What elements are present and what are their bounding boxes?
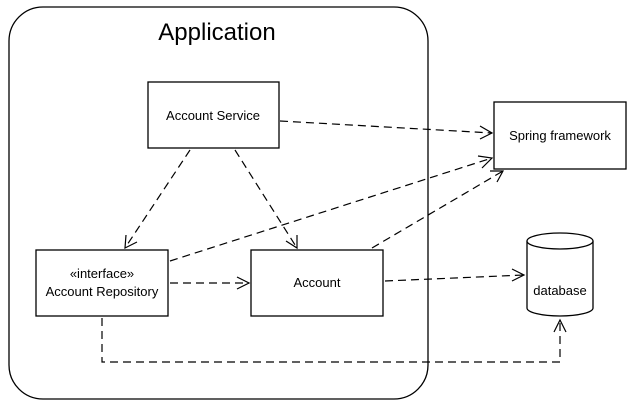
dependency-service-to-spring [279,120,494,140]
account-service-label: Account Service [166,108,260,123]
account-service-box [147,81,280,149]
spring-framework-label: Spring framework [509,128,611,143]
database-label: database [533,283,587,298]
spring-framework-box [493,101,627,170]
dependency-repository-to-spring [169,155,494,262]
account-box [250,249,384,317]
dependency-repository-to-account [170,276,251,290]
account-repository-stereotype: «interface» [70,266,134,281]
account-label: Account [294,275,341,290]
application-boundary [8,6,429,400]
account-repository-box [35,249,169,317]
dependency-account-to-database [384,268,526,282]
account-repository-label: Account Repository [46,284,159,299]
dependency-repository-to-database [101,318,567,363]
dependency-service-to-repository [124,149,191,250]
dependency-account-to-spring [371,170,505,249]
database-cylinder [526,232,594,317]
dependency-service-to-account [234,149,298,250]
application-title: Application [158,19,275,46]
